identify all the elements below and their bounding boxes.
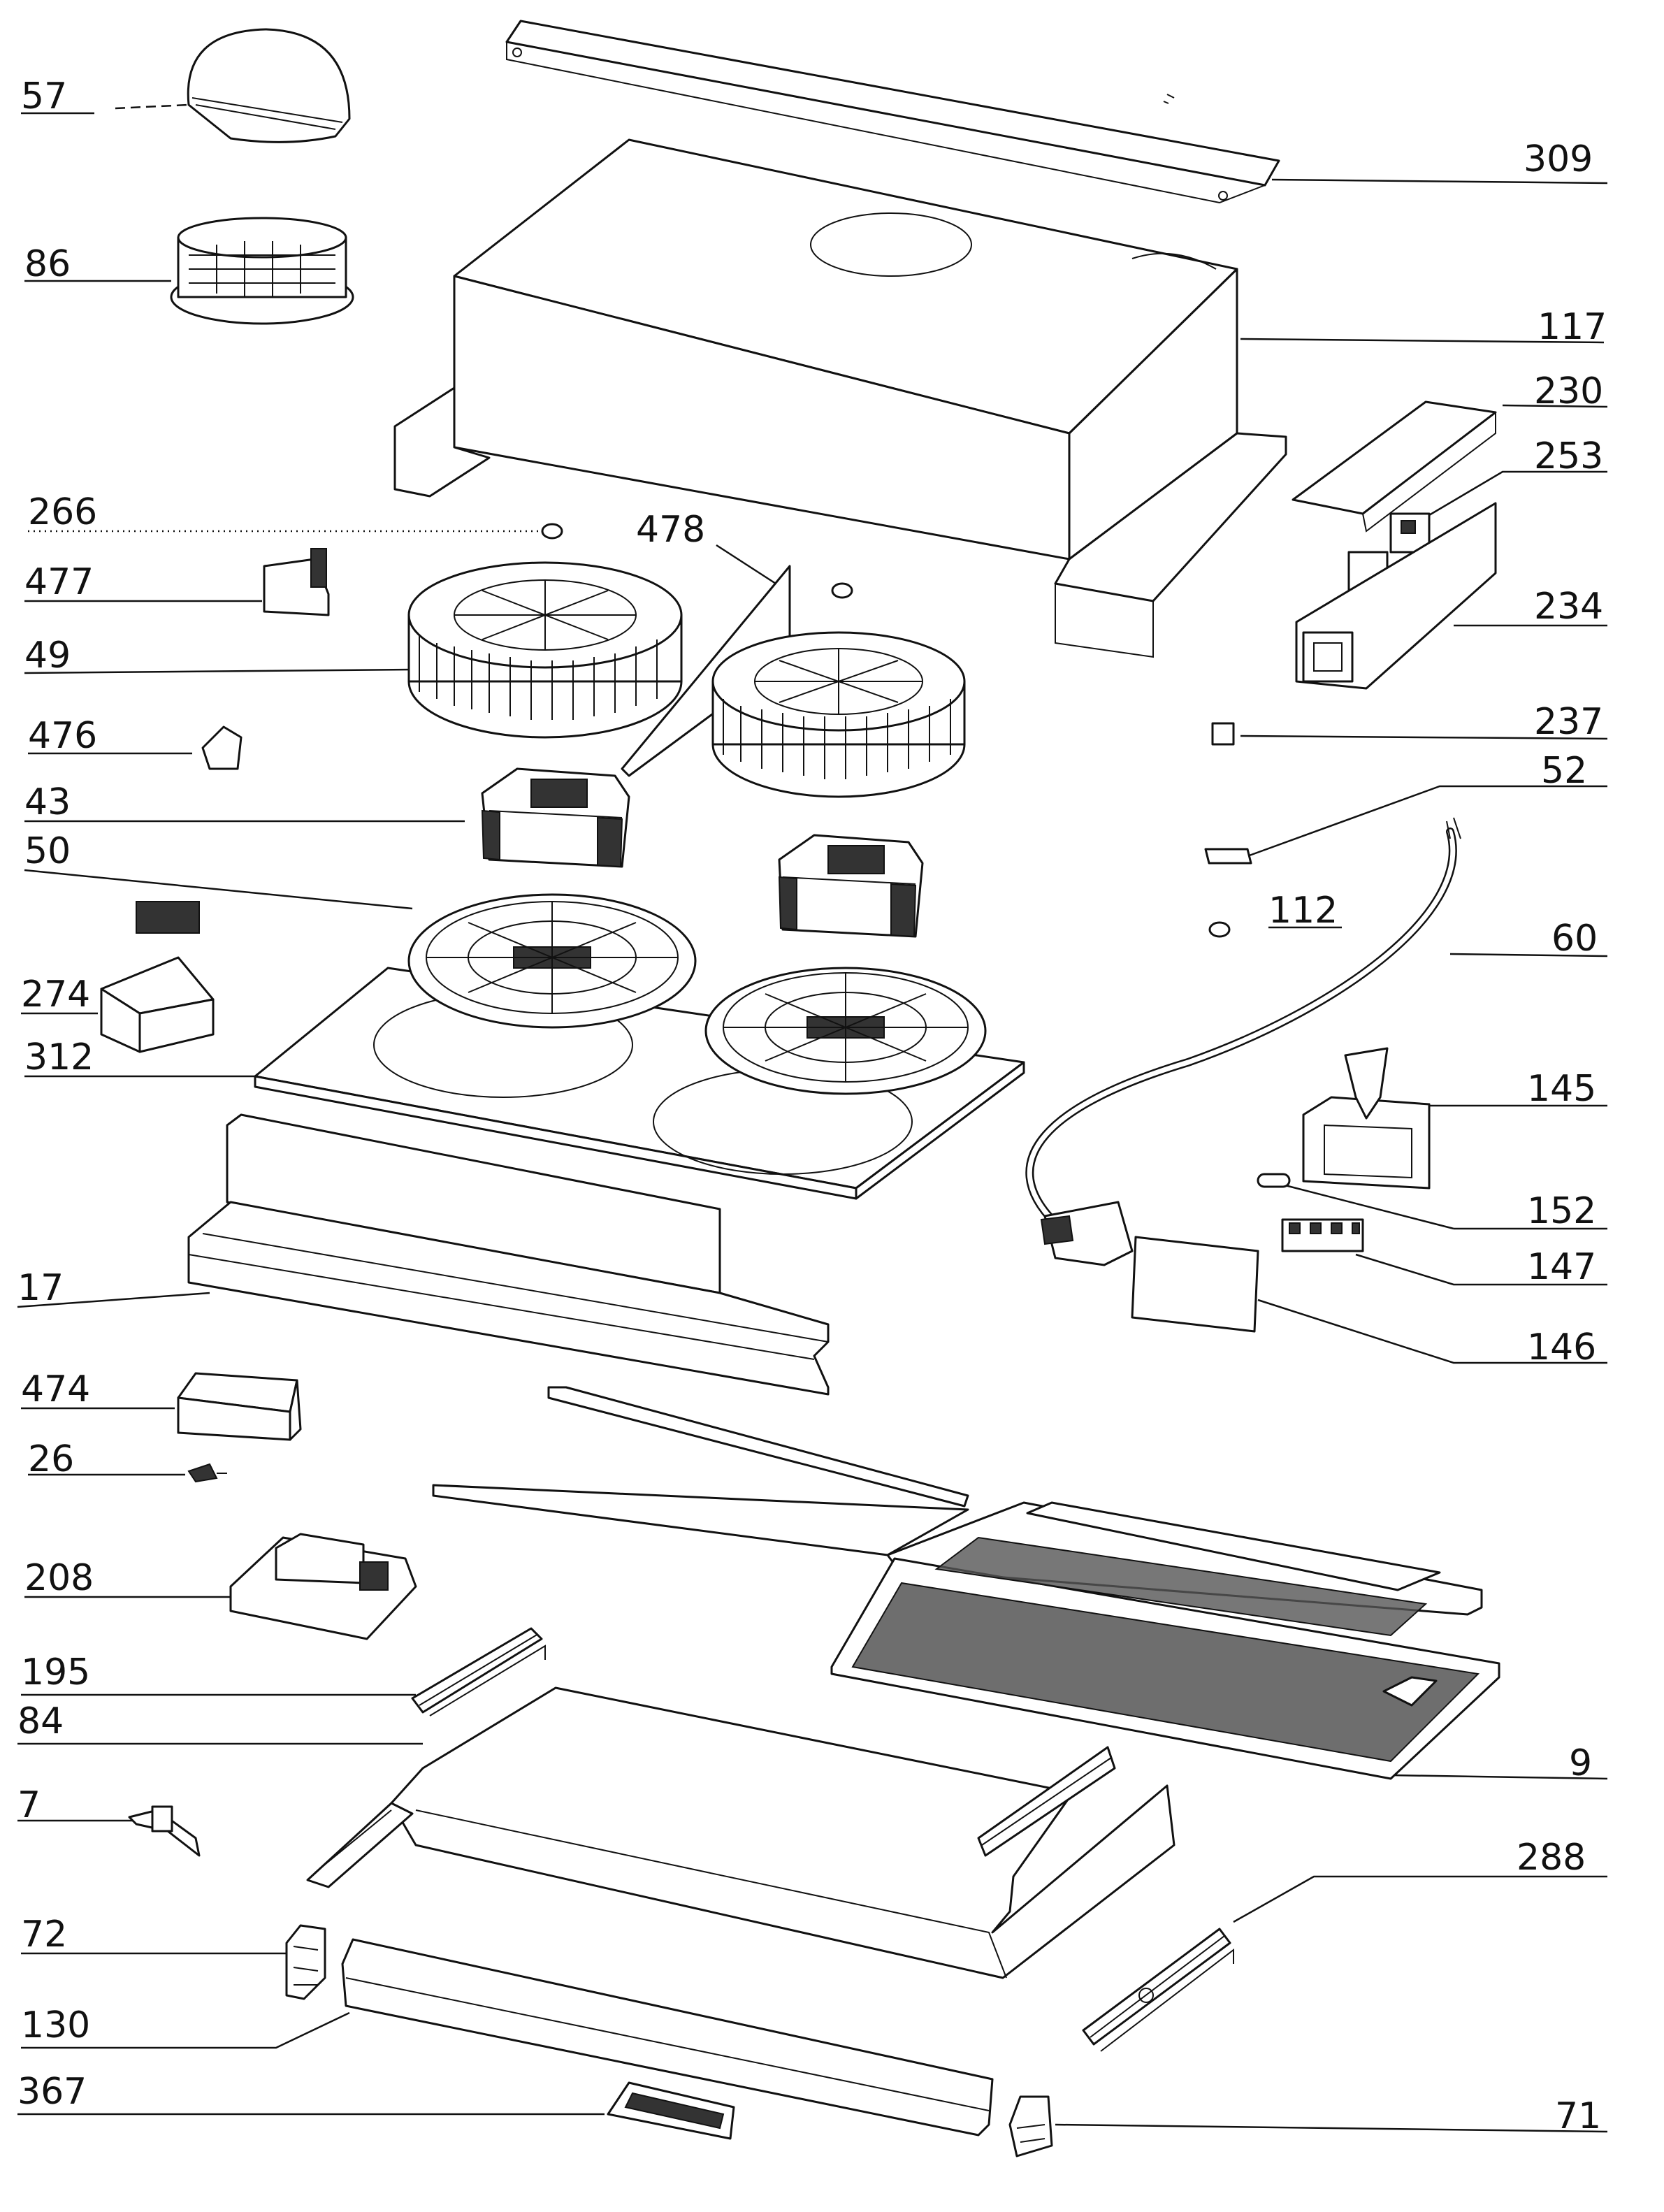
label-367: 367 [17, 2071, 87, 2113]
label-146: 146 [1527, 1327, 1596, 1368]
label-266: 266 [28, 491, 97, 533]
motor-housing-50-right [704, 967, 987, 1095]
junction-box-274 [100, 901, 215, 1053]
label-208: 208 [24, 1557, 94, 1599]
label-60: 60 [1551, 918, 1598, 960]
fan-nut-476 [201, 725, 243, 770]
front-panel-130 [341, 1938, 994, 2137]
slide-rail-right-288 [1082, 1928, 1234, 2052]
fan-impeller-49-right [711, 631, 966, 798]
fuse-152 [1257, 1173, 1291, 1188]
dome-cap-57 [187, 28, 351, 143]
ballast-208 [229, 1533, 417, 1640]
air-outlet-flange-86 [170, 217, 354, 325]
capacitor-bracket-477 [263, 548, 330, 616]
label-478: 478 [636, 509, 705, 551]
switch-housing-234 [1295, 502, 1497, 690]
label-17: 17 [17, 1267, 64, 1309]
label-274: 274 [21, 974, 90, 1015]
label-312: 312 [24, 1036, 94, 1078]
label-253: 253 [1534, 435, 1603, 477]
label-26: 26 [28, 1438, 74, 1480]
rear-bracket-309 [505, 20, 1280, 204]
label-237: 237 [1534, 701, 1603, 743]
motor-43-right [778, 834, 924, 938]
drawer-frame-84 [306, 1686, 1175, 1979]
label-7: 7 [17, 1784, 41, 1826]
label-152: 152 [1527, 1190, 1596, 1232]
label-52: 52 [1541, 750, 1587, 792]
switch-cover-230 [1292, 400, 1497, 533]
label-234: 234 [1534, 586, 1603, 628]
label-57: 57 [21, 75, 67, 117]
end-cap-left-72 [285, 1924, 326, 2000]
fan-impeller-49 [407, 561, 683, 739]
label-145: 145 [1527, 1068, 1596, 1110]
label-86: 86 [24, 243, 71, 285]
grease-filter-9 [432, 1386, 1500, 1780]
terminal-block-147 [1281, 1218, 1364, 1252]
label-195: 195 [21, 1651, 90, 1693]
label-43: 43 [24, 781, 71, 823]
label-130: 130 [21, 2004, 90, 2046]
motor-housing-50 [407, 893, 697, 1029]
label-309: 309 [1524, 138, 1593, 180]
label-288: 288 [1517, 1837, 1586, 1879]
end-cap-right-71 [1008, 2095, 1053, 2157]
label-477: 477 [24, 561, 94, 603]
indicator-lamp-237 [1211, 722, 1235, 746]
label-476: 476 [28, 715, 97, 757]
lamp-26 [187, 1463, 227, 1483]
label-49: 49 [24, 635, 71, 677]
label-112: 112 [1268, 890, 1338, 932]
label-72: 72 [21, 1914, 67, 1956]
drawing-mark [1163, 94, 1175, 104]
rating-plate-146 [1131, 1236, 1259, 1333]
spacer-266 [541, 523, 853, 599]
power-cable-60 [1025, 817, 1461, 1266]
label-50: 50 [24, 830, 71, 872]
label-147: 147 [1527, 1246, 1596, 1288]
label-84: 84 [17, 1700, 64, 1742]
motor-43 [481, 767, 630, 868]
terminal-cover-145 [1302, 1047, 1431, 1190]
label-474: 474 [21, 1368, 90, 1410]
grommet-112 [1208, 921, 1231, 938]
front-channel-17 [187, 1113, 830, 1396]
handle-grille-367 [607, 2081, 735, 2140]
clip-7 [128, 1805, 201, 1857]
hood-body-117 [393, 138, 1287, 658]
lamp-holder-box-474 [177, 1372, 302, 1441]
slide-rail-left-195 [411, 1627, 546, 1716]
cable-clamp-52 [1204, 848, 1252, 865]
